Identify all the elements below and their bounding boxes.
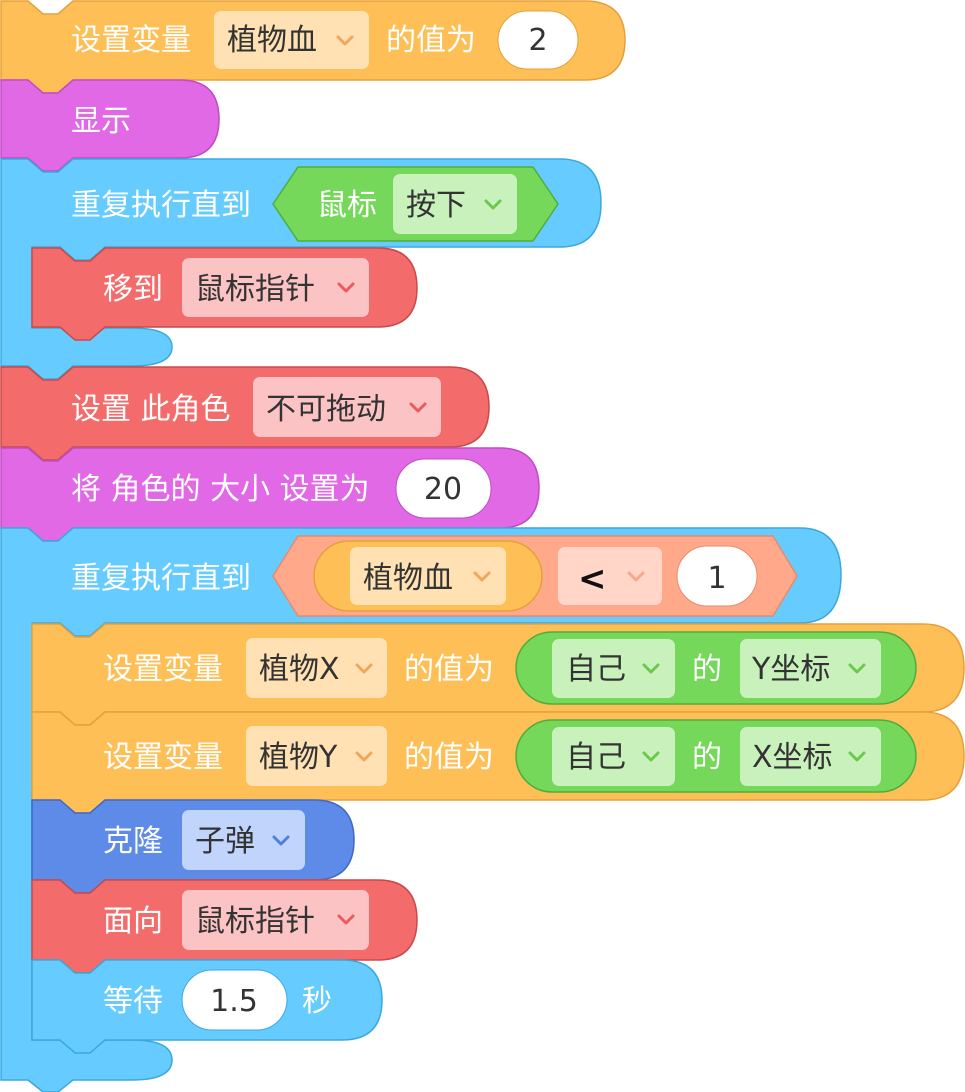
block-repeat-until-blood[interactable]: 重复执行直到 植物血 < 1 xyxy=(0,527,842,1092)
target-dropdown[interactable]: 鼠标指针 xyxy=(182,258,369,317)
block-label: 显示 xyxy=(71,104,131,139)
object-dropdown[interactable]: 自己 xyxy=(552,727,675,786)
variable-dropdown[interactable]: 植物Y xyxy=(246,726,387,786)
block-clone[interactable]: 克隆 子弹 xyxy=(31,799,355,894)
chevron-down-icon xyxy=(642,663,660,674)
draggable-dropdown[interactable]: 不可拖动 xyxy=(253,377,441,437)
chevron-down-icon xyxy=(337,914,355,925)
chevron-down-icon xyxy=(642,751,660,762)
chevron-down-icon xyxy=(336,35,354,46)
block-label: 克隆 xyxy=(103,824,163,859)
wait-seconds-input[interactable]: 1.5 xyxy=(181,969,288,1031)
input-value: 1.5 xyxy=(210,984,258,1019)
operator-dropdown[interactable]: < xyxy=(558,547,662,605)
block-label: 的值为 xyxy=(404,652,494,687)
variable-dropdown[interactable]: 植物X xyxy=(246,638,387,698)
dropdown-value: 不可拖动 xyxy=(266,392,386,427)
face-target-dropdown[interactable]: 鼠标指针 xyxy=(182,890,369,950)
of-label: 的 xyxy=(692,652,722,687)
chevron-down-icon xyxy=(848,751,866,762)
unit-label: 秒 xyxy=(302,984,332,1019)
block-label: 的值为 xyxy=(386,23,476,58)
block-label: 将 角色的 大小 设置为 xyxy=(71,472,370,507)
dropdown-value: 自己 xyxy=(566,740,626,775)
compare-value-input[interactable]: 1 xyxy=(676,545,758,607)
block-label: 面向 xyxy=(103,904,163,939)
property-dropdown[interactable]: Y坐标 xyxy=(740,639,881,698)
block-label: 设置变量 xyxy=(103,740,223,775)
dropdown-value: 植物Y xyxy=(259,740,338,775)
dropdown-value: 植物X xyxy=(259,652,340,687)
chevron-down-icon xyxy=(627,571,645,582)
chevron-down-icon xyxy=(409,402,427,413)
input-value: 2 xyxy=(528,23,547,58)
block-label: 等待 xyxy=(103,984,163,1019)
dropdown-value: 自己 xyxy=(566,652,626,687)
block-wait[interactable]: 等待 1.5 秒 xyxy=(31,959,383,1054)
block-set-variable-plant-y[interactable]: 设置变量 植物Y 的值为 自己 的 X坐标 xyxy=(31,711,965,814)
dropdown-value: 鼠标指针 xyxy=(195,904,315,939)
block-show[interactable]: 显示 xyxy=(0,79,220,172)
block-label: 设置变量 xyxy=(71,23,191,58)
object-dropdown[interactable]: 自己 xyxy=(552,639,675,698)
chevron-down-icon xyxy=(355,663,373,674)
less-than-condition[interactable]: 植物血 < 1 xyxy=(272,535,798,617)
block-set-size[interactable]: 将 角色的 大小 设置为 20 xyxy=(0,447,540,542)
block-label: 重复执行直到 xyxy=(71,561,251,596)
chevron-down-icon xyxy=(484,199,502,210)
block-set-draggable[interactable]: 设置 此角色 不可拖动 xyxy=(0,366,490,461)
value-input[interactable]: 2 xyxy=(497,10,579,70)
variable-dropdown[interactable]: 植物血 xyxy=(214,11,369,69)
mouse-down-condition[interactable]: 鼠标 按下 xyxy=(272,166,559,242)
blood-variable-reporter[interactable]: 植物血 xyxy=(313,540,543,612)
dropdown-value: 植物血 xyxy=(363,561,453,596)
dropdown-value: 鼠标指针 xyxy=(195,272,315,307)
block-label: 设置 此角色 xyxy=(71,392,231,427)
input-value: 20 xyxy=(424,472,462,507)
block-move-to[interactable]: 移到 鼠标指针 xyxy=(31,247,418,341)
size-input[interactable]: 20 xyxy=(395,458,492,519)
block-face[interactable]: 面向 鼠标指针 xyxy=(31,879,418,974)
dropdown-value: 按下 xyxy=(406,188,466,223)
chevron-down-icon xyxy=(355,751,373,762)
chevron-down-icon xyxy=(272,835,290,846)
dropdown-value: 子弹 xyxy=(195,824,255,859)
condition-label: 鼠标 xyxy=(317,188,377,223)
sprite-property-reporter[interactable]: 自己 的 X坐标 xyxy=(515,719,917,793)
of-label: 的 xyxy=(692,740,722,775)
block-set-variable-plant-x[interactable]: 设置变量 植物X 的值为 自己 的 Y坐标 xyxy=(31,623,965,726)
chevron-down-icon xyxy=(473,571,491,582)
mouse-state-dropdown[interactable]: 按下 xyxy=(393,174,517,234)
chevron-down-icon xyxy=(848,663,866,674)
block-repeat-until-mouse-down[interactable]: 重复执行直到 鼠标 按下 xyxy=(0,158,602,380)
input-value: 1 xyxy=(707,561,726,596)
clone-target-dropdown[interactable]: 子弹 xyxy=(182,810,305,870)
block-label: 的值为 xyxy=(404,740,494,775)
operator-symbol: < xyxy=(578,559,607,599)
property-dropdown[interactable]: X坐标 xyxy=(740,727,881,786)
dropdown-value: X坐标 xyxy=(752,740,833,775)
block-label: 重复执行直到 xyxy=(71,188,251,223)
chevron-down-icon xyxy=(337,282,355,293)
block-label: 设置变量 xyxy=(103,652,223,687)
sprite-property-reporter[interactable]: 自己 的 Y坐标 xyxy=(515,631,917,705)
block-label: 移到 xyxy=(103,272,163,307)
dropdown-value: Y坐标 xyxy=(751,652,830,687)
block-set-variable-plant-blood[interactable]: 设置变量 植物血 的值为 2 xyxy=(0,0,626,94)
dropdown-value: 植物血 xyxy=(227,23,317,58)
